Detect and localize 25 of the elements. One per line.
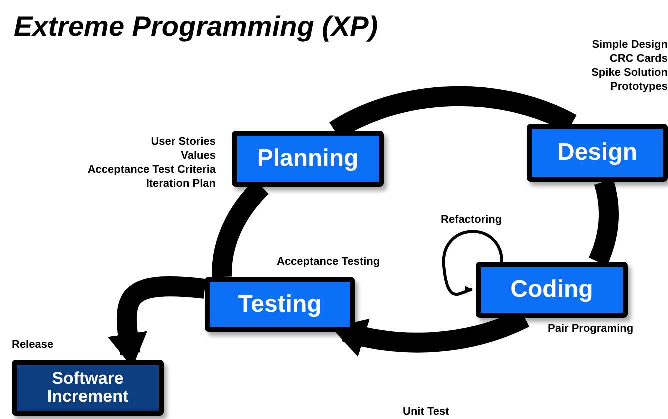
note-text: Pair Programing xyxy=(548,322,634,336)
note-text: User Stories xyxy=(151,135,216,149)
diagram-title: Extreme Programming (XP) xyxy=(14,10,378,44)
note-text: Values xyxy=(181,149,216,163)
box-label: Coding xyxy=(510,275,594,305)
note-text: Release xyxy=(12,338,54,352)
process-box xyxy=(12,360,164,416)
edge-label: Refactoring xyxy=(440,212,504,228)
note-text: Iteration Plan xyxy=(146,177,216,191)
process-box xyxy=(232,131,384,187)
process-box xyxy=(527,124,668,182)
note-text: CRC Cards xyxy=(610,52,668,66)
box-label: Planning xyxy=(257,144,359,174)
process-box xyxy=(205,277,355,332)
note-text: Unit Test xyxy=(403,405,450,419)
note-text: Spike Solution xyxy=(592,66,668,80)
loop-arrow xyxy=(442,230,504,296)
process-box xyxy=(476,262,628,318)
note-text: Simple Design xyxy=(592,38,668,52)
note-text: Prototypes xyxy=(610,80,668,94)
box-label: Testing xyxy=(238,290,322,320)
note-text: Acceptance Test Criteria xyxy=(88,163,216,177)
box-label: Design xyxy=(557,138,638,168)
box-label: Software Increment xyxy=(46,370,130,406)
note-text: Acceptance Testing xyxy=(277,255,380,269)
